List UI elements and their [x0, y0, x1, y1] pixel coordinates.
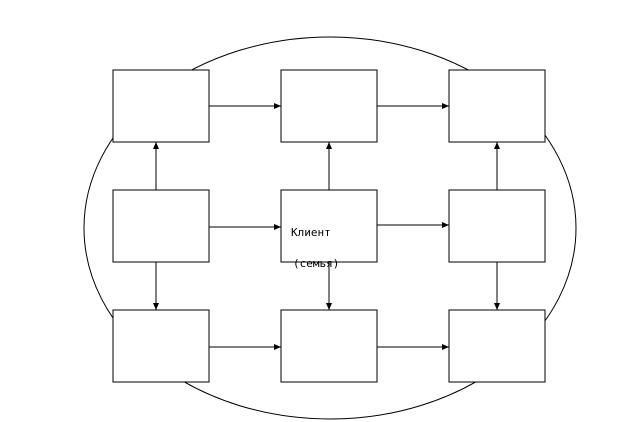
box-frame [112, 69, 210, 143]
arrowhead [326, 303, 332, 310]
box-frame [280, 69, 378, 143]
box-tc [280, 69, 378, 143]
arrow-bc-to-br [377, 344, 449, 350]
arrowhead [442, 103, 449, 109]
box-ml [112, 189, 210, 263]
arrow-bl-to-bc [209, 344, 281, 350]
box-label: Клиент [291, 226, 331, 239]
arrow-mr-to-br [494, 262, 500, 310]
box-tl [112, 69, 210, 143]
arrowhead [153, 142, 159, 149]
arrow-mr-to-tr [494, 142, 500, 190]
arrowhead [326, 142, 332, 149]
box-label: (семья) [293, 257, 339, 270]
arrowhead [442, 344, 449, 350]
arrow-tc-to-tr [377, 103, 449, 109]
arrow-mc-to-tc [326, 142, 332, 190]
arrowhead [494, 142, 500, 149]
arrow-ml-to-bl [153, 262, 159, 310]
arrow-ml-to-mc [209, 224, 281, 230]
arrow-tl-to-tc [209, 103, 281, 109]
arrowhead [153, 303, 159, 310]
boxes-layer: Клиент (семья) [112, 69, 546, 383]
arrowhead [274, 224, 281, 230]
arrowhead [274, 103, 281, 109]
box-frame [448, 189, 546, 263]
box-frame [448, 309, 546, 383]
edges-layer [153, 103, 500, 350]
arrowhead [442, 222, 449, 228]
box-bl [112, 309, 210, 383]
box-bc [280, 309, 378, 383]
box-frame [280, 189, 378, 263]
box-mc: Клиент (семья) [280, 189, 378, 270]
box-frame [112, 309, 210, 383]
box-frame [448, 69, 546, 143]
arrowhead [274, 344, 281, 350]
arrowhead [494, 303, 500, 310]
box-frame [280, 309, 378, 383]
box-mr [448, 189, 546, 263]
box-tr [448, 69, 546, 143]
arrow-mc-to-mr [377, 222, 449, 228]
arrow-mc-to-bc [326, 262, 332, 310]
client-environment-ellipse [83, 36, 577, 420]
box-frame [112, 189, 210, 263]
box-br [448, 309, 546, 383]
arrow-ml-to-tl [153, 142, 159, 190]
